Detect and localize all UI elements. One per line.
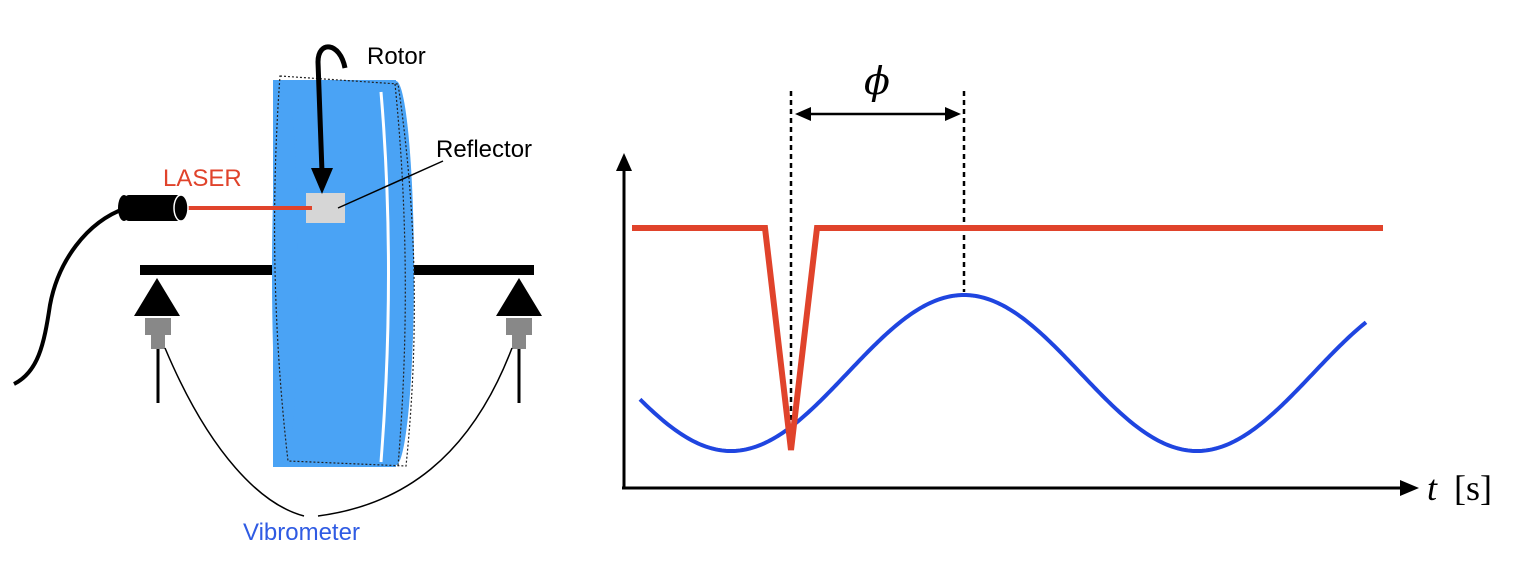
phase-arrowhead-left	[795, 107, 811, 121]
shaft-right	[398, 265, 534, 275]
reflector-leader-line	[337, 160, 444, 209]
shaft-left	[140, 265, 280, 275]
phase-symbol: ϕ	[864, 59, 890, 103]
support-triangle-left	[134, 278, 180, 316]
vibrometer-label: Vibrometer	[243, 519, 360, 546]
y-axis-arrowhead	[616, 153, 632, 171]
vibrometer-leader-left	[164, 347, 305, 517]
test-rig-illustration: Rotor Reflector LASER Vibrometer	[13, 43, 542, 546]
time-axis-variable: t	[1427, 468, 1438, 508]
rotation-arrow-head	[311, 168, 333, 194]
signal-plot: ϕ t [s]	[616, 59, 1492, 508]
x-axis-arrowhead	[1400, 480, 1419, 496]
time-axis-label: t [s]	[1427, 468, 1492, 508]
phase-arrowhead-right	[945, 107, 961, 121]
vibrometer-leader-right	[317, 347, 513, 517]
laser-device	[118, 194, 189, 222]
laser-cable	[13, 206, 127, 386]
reflector-label: Reflector	[436, 136, 532, 163]
support-triangle-right	[496, 278, 542, 316]
laser-label: LASER	[163, 165, 242, 192]
vibrometer-sensor-left	[145, 318, 171, 403]
rotor-label: Rotor	[367, 43, 426, 70]
rotation-arrow	[315, 44, 348, 173]
time-axis-unit: [s]	[1454, 468, 1492, 508]
rotor-disk	[272, 75, 415, 467]
vibrometer-sensor-right	[506, 318, 532, 403]
trigger-signal-curve	[632, 225, 1383, 451]
vibration-signal-curve	[638, 292, 1368, 453]
